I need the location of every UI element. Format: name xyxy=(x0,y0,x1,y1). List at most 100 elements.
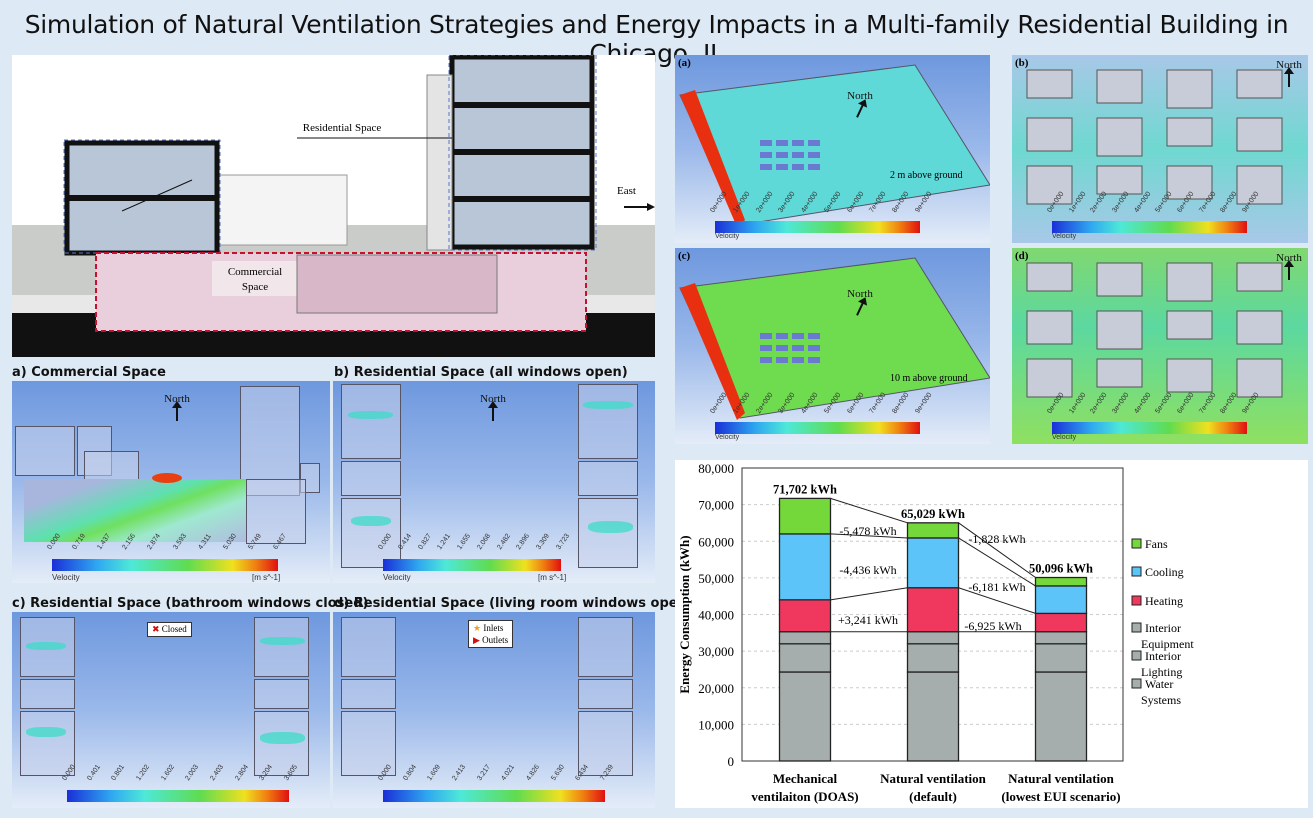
north-arrow-icon xyxy=(488,401,498,421)
y-tick-label: 70,000 xyxy=(698,498,734,513)
x-category-label: (default) xyxy=(909,789,957,804)
colorbar-tick-label: 2.068 xyxy=(476,532,492,551)
velocity-colorbar xyxy=(67,790,289,802)
site-panel-label: (b) xyxy=(1015,57,1029,69)
north-indicator: North xyxy=(845,288,875,316)
star-icon: ★ xyxy=(473,623,484,633)
bar-segment-water-systems xyxy=(778,671,832,762)
connector-line xyxy=(830,587,908,601)
velocity-colorbar xyxy=(715,422,920,434)
colorbar-tick-label: 1.241 xyxy=(436,532,453,551)
velocity-colorbar xyxy=(715,221,920,233)
legend-label: Interior xyxy=(1145,621,1181,635)
colorbar-unit: [m s^-1] xyxy=(252,573,281,582)
legend-label: Lighting xyxy=(1141,665,1182,679)
bar-segment-heating xyxy=(1034,612,1088,633)
east-label: East xyxy=(617,185,636,197)
north-arrow-icon xyxy=(172,401,182,421)
colorbar-tick-label: 1.602 xyxy=(159,763,176,782)
height-note: 2 m above ground xyxy=(890,170,963,181)
colorbar-tick-label: 4.826 xyxy=(525,763,542,782)
colorbar-tick-label: 1.655 xyxy=(456,532,473,551)
x-category-label: Natural ventilation xyxy=(880,771,987,786)
bar-segment-fans xyxy=(1034,576,1088,587)
legend-swatch xyxy=(1131,595,1142,606)
panel-b-label: b) Residential Space (all windows open) xyxy=(334,365,628,380)
legend-label: Heating xyxy=(1145,594,1183,608)
residential-space-label: Residential Space xyxy=(302,122,382,134)
colorbar-tick-label: 2.896 xyxy=(515,532,532,551)
colorbar-tick-label: 0.804 xyxy=(401,763,418,782)
north-indicator: North xyxy=(1274,59,1304,87)
colorbar-tick-label: 0.401 xyxy=(85,763,102,782)
x-category-label: ventilaiton (DOAS) xyxy=(751,789,858,804)
velocity-colorbar xyxy=(383,559,561,571)
commercial-space-label: Commercial Space xyxy=(227,266,283,293)
colorbar-unit: [m s^-1] xyxy=(538,573,567,582)
difference-annotation: -6,181 kWh xyxy=(968,580,1025,594)
y-tick-label: 50,000 xyxy=(698,571,734,586)
panel-a-label: a) Commercial Space xyxy=(12,365,166,380)
bar-segment-fans xyxy=(778,497,832,535)
site-panel-label: (c) xyxy=(678,250,691,262)
domain-3d-drawing xyxy=(679,257,990,420)
difference-annotation: -4,436 kWh xyxy=(839,563,896,577)
difference-annotation: -5,478 kWh xyxy=(839,524,896,538)
connector-line xyxy=(958,522,1036,578)
north-indicator: North xyxy=(845,90,875,118)
colorbar-tick-label: 2.804 xyxy=(233,763,250,782)
bar-segment-fans xyxy=(906,522,960,539)
colorbar-tick-label: 5.630 xyxy=(549,763,566,782)
poster-title: Simulation of Natural Ventilation Strate… xyxy=(24,10,1289,68)
x-category-label: (lowest EUI scenario) xyxy=(1001,789,1120,804)
connector-line xyxy=(830,497,908,524)
height-note: 10 m above ground xyxy=(890,373,968,384)
y-tick-label: 60,000 xyxy=(698,534,734,549)
y-axis-label: Energy Consumption (kWh) xyxy=(677,535,692,693)
colorbar-tick-label: 1.202 xyxy=(135,763,152,782)
bar-segment-interior-lighting xyxy=(1034,643,1088,673)
colorbar-tick-label: 3.217 xyxy=(475,763,492,782)
bar-segment-interior-equipment xyxy=(1034,631,1088,645)
site-panel-label: (d) xyxy=(1015,250,1029,262)
colorbar-tick-label: 0.801 xyxy=(110,763,127,782)
bar-segment-heating xyxy=(778,599,832,633)
building-section-image: Residential Space Commercial Space East xyxy=(12,55,655,357)
difference-annotation: -6,925 kWh xyxy=(964,619,1021,633)
site-plan-drawing xyxy=(1026,262,1283,398)
colorbar-tick-label: 3.723 xyxy=(555,532,572,551)
y-tick-label: 20,000 xyxy=(698,681,734,696)
connector-line xyxy=(830,533,908,539)
legend-label: Water xyxy=(1145,677,1173,691)
bar-segment-interior-equipment xyxy=(778,631,832,645)
bar-segment-cooling xyxy=(906,537,960,589)
colorbar-tick-label: 2.413 xyxy=(451,763,468,782)
legend-label: Systems xyxy=(1141,693,1181,707)
connector-line xyxy=(958,587,1036,614)
north-indicator: North xyxy=(478,393,508,421)
triangle-right-icon: ▶ xyxy=(473,635,483,645)
bar-segment-water-systems xyxy=(906,671,960,762)
bar-segment-interior-lighting xyxy=(906,643,960,673)
north-arrow-icon xyxy=(856,302,864,316)
closed-legend: ✖ Closed xyxy=(147,622,192,637)
y-tick-label: 80,000 xyxy=(698,461,734,476)
y-tick-label: 40,000 xyxy=(698,608,734,623)
bar-segment-cooling xyxy=(1034,585,1088,615)
legend-label: Cooling xyxy=(1145,565,1184,579)
colorbar-tick-label: 0.827 xyxy=(416,532,433,551)
y-tick-label: 30,000 xyxy=(698,644,734,659)
panel-c-label: c) Residential Space (bathroom windows c… xyxy=(12,596,369,611)
y-tick-label: 0 xyxy=(728,754,735,769)
legend-swatch xyxy=(1131,650,1142,661)
colorbar-tick-label: 2.003 xyxy=(184,763,201,782)
colorbar-title: Velocity xyxy=(715,434,740,441)
